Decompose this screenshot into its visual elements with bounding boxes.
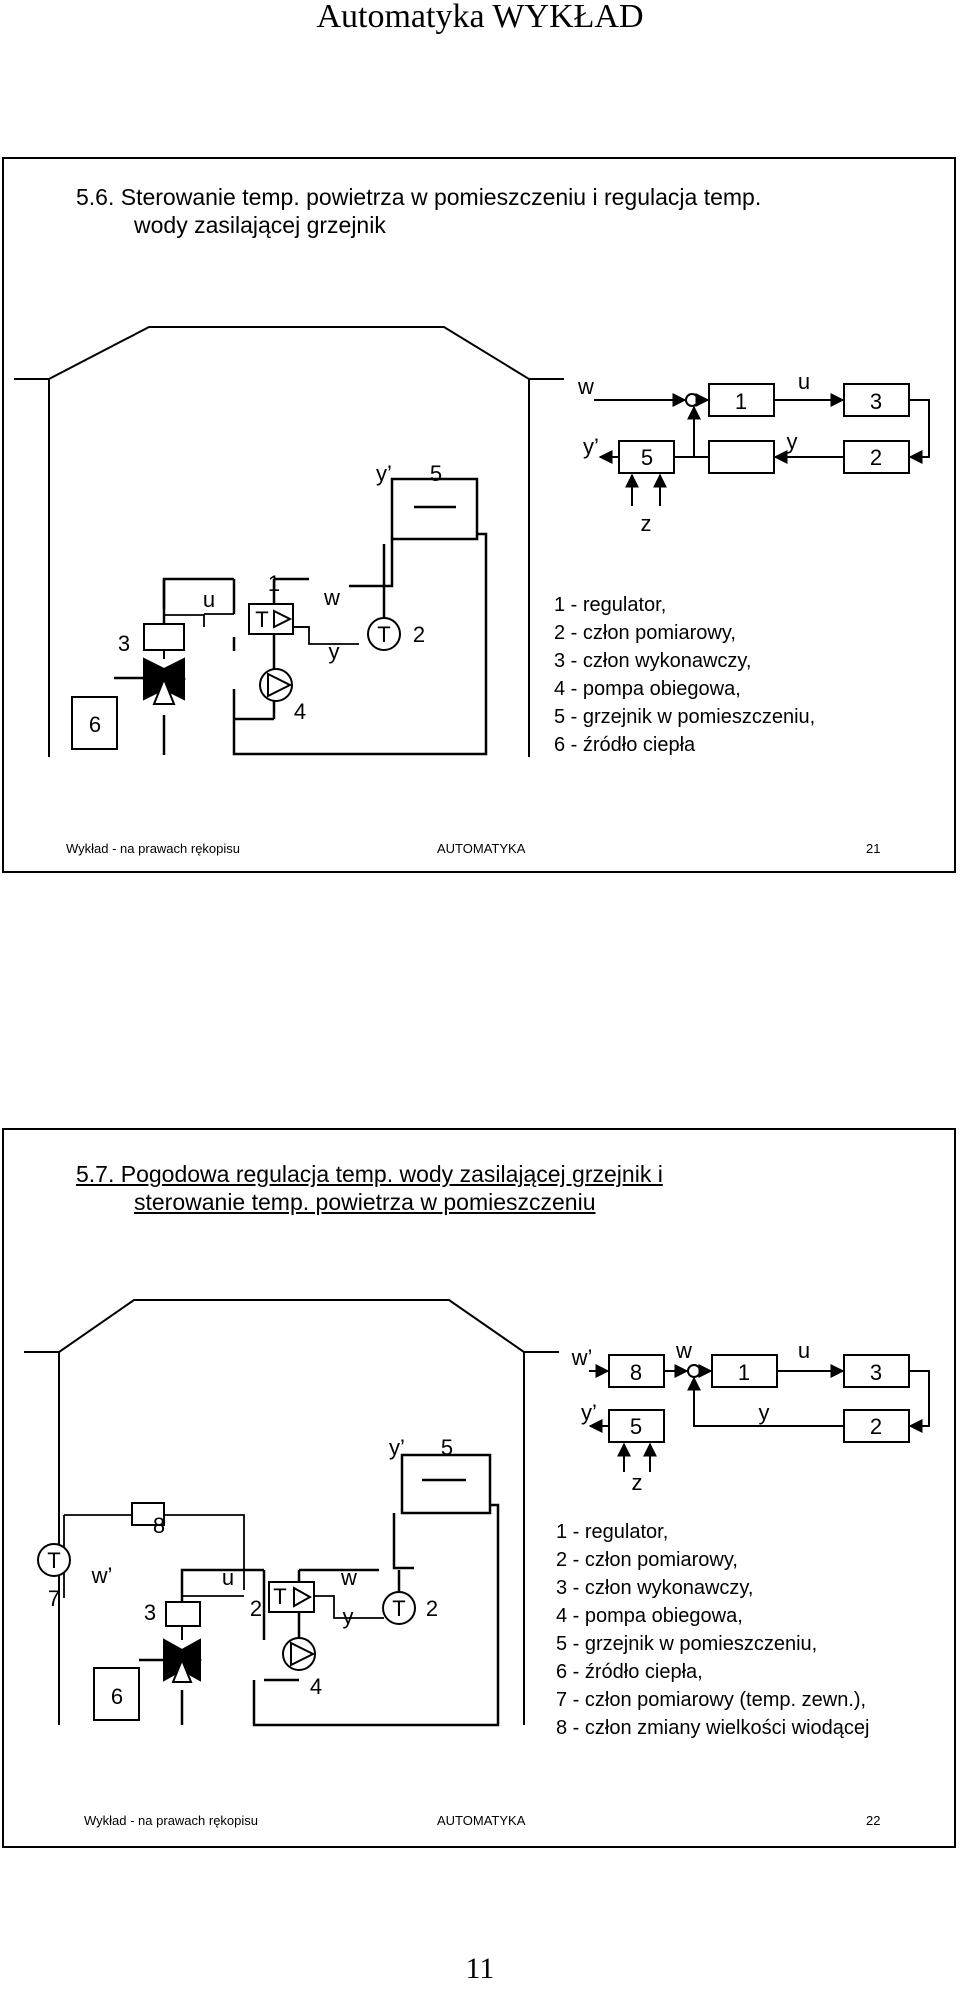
temp-sensor xyxy=(367,617,401,651)
h-6: 6 xyxy=(111,1684,123,1709)
h-w: w xyxy=(323,585,340,610)
bd-y-prime: y’ xyxy=(581,1400,597,1425)
bd-z: z xyxy=(632,1470,643,1495)
bd-5: 5 xyxy=(630,1414,642,1439)
footer-page: 21 xyxy=(866,841,881,856)
h-T-out: T xyxy=(47,1548,60,1573)
page-number: 11 xyxy=(465,1952,495,1985)
block-8 xyxy=(131,1502,165,1526)
page-header: Automatyka WYKŁAD xyxy=(316,0,644,35)
bd-1: 1 xyxy=(738,1360,750,1385)
control-diagram: w’ 8 w 1 u 3 y’ 5 y 2 z y’ 5 8 T 7 w’ u … xyxy=(24,1299,930,1727)
h-2b: 2 xyxy=(426,1596,438,1621)
h-rad5: 5 xyxy=(441,1435,453,1460)
h-3: 3 xyxy=(118,631,130,656)
bd-y-prime: y’ xyxy=(583,434,599,459)
h-T-ctrl: T xyxy=(255,607,268,632)
bd-z: z xyxy=(641,511,652,536)
h-2a: 2 xyxy=(250,1596,262,1621)
temp-sensor xyxy=(382,1591,416,1625)
h-y-prime: y’ xyxy=(389,1435,405,1460)
slide-22: 5.7. Pogodowa regulacja temp. wody zasil… xyxy=(2,1128,956,1848)
pump xyxy=(259,668,293,702)
radiator xyxy=(400,1453,492,1515)
slide-title: 5.6. Sterowanie temp. powietrza w pomies… xyxy=(76,184,762,238)
bd-1: 1 xyxy=(735,389,747,414)
h-T-ctrl: T xyxy=(273,1584,286,1609)
signal-lines xyxy=(63,1514,384,1619)
h-y-prime: y’ xyxy=(376,461,392,486)
h-4: 4 xyxy=(294,699,306,724)
h-y: y xyxy=(329,639,340,664)
h-2: 2 xyxy=(413,622,425,647)
bd-w-prime: w’ xyxy=(571,1345,593,1370)
h-u: u xyxy=(222,1565,234,1590)
bd-w: w xyxy=(675,1338,692,1363)
footer-center: AUTOMATYKA xyxy=(437,841,526,856)
footer-center: AUTOMATYKA xyxy=(437,1813,526,1828)
bd-w: w xyxy=(577,374,594,399)
h-4: 4 xyxy=(310,1674,322,1699)
radiator xyxy=(390,477,479,541)
footer-page: 22 xyxy=(866,1813,881,1828)
h-y: y xyxy=(343,1604,354,1629)
bd-2: 2 xyxy=(870,1414,882,1439)
legend: 1 - regulator, 2 - człon pomiarowy, 3 - … xyxy=(554,594,816,756)
slide-21: 5.6. Sterowanie temp. powietrza w pomies… xyxy=(2,157,956,873)
block-diagram xyxy=(588,1354,930,1472)
footer-left: Wykład - na prawach rękopisu xyxy=(84,1813,259,1828)
h-T-sens: T xyxy=(377,622,390,647)
footer-left: Wykład - na prawach rękopisu xyxy=(66,841,241,856)
bd-y: y xyxy=(787,429,798,454)
controller xyxy=(268,1581,315,1613)
house-outline xyxy=(24,1299,559,1725)
heat-source xyxy=(93,1667,140,1721)
h-8: 8 xyxy=(153,1513,165,1538)
control-diagram: w y’ 5 1 u 3 y 2 z y’ 5 u 1 w T 3 y T 2 … xyxy=(14,326,930,757)
bd-2: 2 xyxy=(870,445,882,470)
bd-y: y xyxy=(759,1400,770,1425)
controller xyxy=(248,603,294,635)
bd-u: u xyxy=(798,369,810,394)
legend: 1 - regulator, 2 - człon pomiarowy, 3 - … xyxy=(556,1521,870,1739)
h-3: 3 xyxy=(144,1600,156,1625)
h-w: w xyxy=(340,1565,357,1590)
h-w-prime: w’ xyxy=(91,1563,113,1588)
actuator-valve xyxy=(141,623,187,705)
bd-u: u xyxy=(798,1338,810,1363)
h-u: u xyxy=(203,587,215,612)
bd-3: 3 xyxy=(870,1360,882,1385)
pump xyxy=(282,1637,316,1671)
bd-3: 3 xyxy=(870,389,882,414)
outdoor-temp-sensor xyxy=(37,1543,71,1577)
h-7: 7 xyxy=(48,1586,60,1611)
house-outline xyxy=(14,326,564,757)
bd-5: 5 xyxy=(641,445,653,470)
block-diagram xyxy=(594,383,930,506)
actuator-valve xyxy=(161,1601,203,1683)
h-rad5: 5 xyxy=(430,461,442,486)
slide-title: 5.7. Pogodowa regulacja temp. wody zasil… xyxy=(76,1161,663,1215)
h-6: 6 xyxy=(89,712,101,737)
h-T-sens: T xyxy=(392,1596,405,1621)
h-1: 1 xyxy=(268,571,280,596)
bd-8: 8 xyxy=(630,1360,642,1385)
heat-source xyxy=(71,696,118,750)
